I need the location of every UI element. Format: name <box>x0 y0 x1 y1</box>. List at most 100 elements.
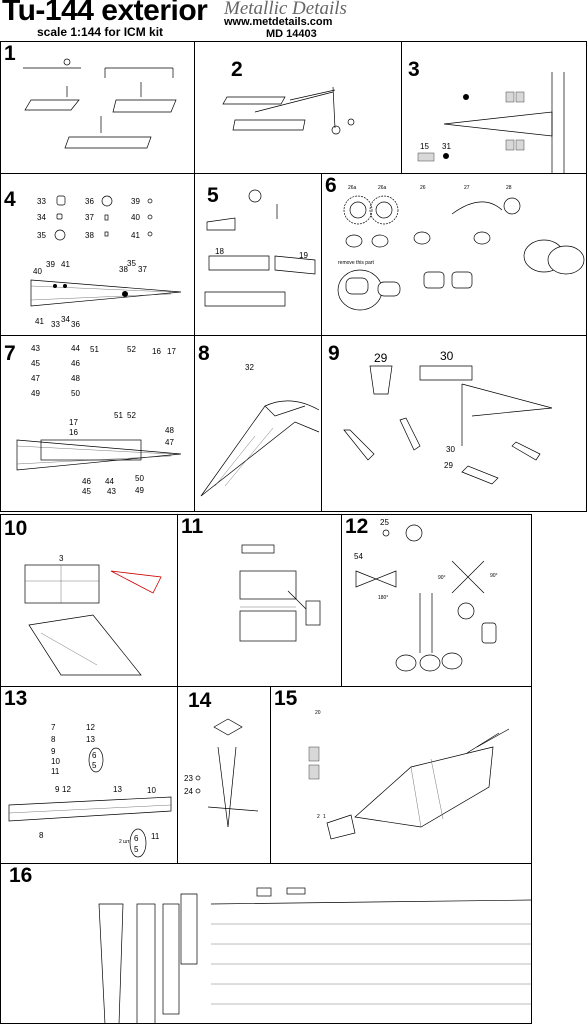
part-label: remove this part <box>338 260 374 266</box>
part-label: 180° <box>378 595 388 601</box>
part-label: 1 <box>323 814 326 820</box>
part-label: 19 <box>299 251 308 260</box>
part-label: 31 <box>442 142 451 151</box>
part-label: 28 <box>506 185 512 191</box>
step-4-diagram: 33 34 35 36 37 38 39 40 41 39 41 40 35 3… <box>30 195 182 329</box>
part-label: 26a <box>378 185 387 191</box>
part-label: 5 <box>92 761 97 770</box>
step-number: 16 <box>9 864 33 887</box>
part-label: 17 <box>69 418 78 427</box>
step-12-panel: 12 25 54 180° 90° 90° <box>341 514 532 687</box>
step-2-diagram <box>222 86 355 135</box>
step-9-diagram: 29 30 30 29 <box>343 349 553 485</box>
brand-url[interactable]: www.metdetails.com <box>224 16 333 28</box>
part-label: 52 <box>127 411 136 420</box>
step-number: 8 <box>198 342 210 365</box>
step-number: 7 <box>4 342 16 365</box>
part-label: 43 <box>31 344 40 353</box>
part-label: 8 <box>51 735 56 744</box>
part-label: 41 <box>131 231 140 240</box>
part-label: 52 <box>127 345 136 354</box>
step-number: 12 <box>345 515 369 538</box>
part-label: 45 <box>31 359 40 368</box>
part-label: 12 <box>62 785 71 794</box>
etch-part <box>23 58 177 149</box>
part-label: 37 <box>138 265 147 274</box>
step-number: 1 <box>4 42 16 65</box>
step-9-panel: 9 29 30 30 29 <box>321 335 587 512</box>
step-11-panel: 11 <box>177 514 342 687</box>
part-label: 43 <box>107 487 116 496</box>
step-5-diagram: 18 19 <box>204 189 316 307</box>
part-label: 26a <box>348 185 357 191</box>
part-label: 36 <box>85 197 94 206</box>
part-label: 32 <box>245 363 254 372</box>
part-label: 41 <box>35 317 44 326</box>
part-label: 27 <box>464 185 470 191</box>
part-label: 38 <box>85 231 94 240</box>
step-12-diagram: 25 54 180° 90° 90° <box>354 518 498 672</box>
part-label: 40 <box>131 213 140 222</box>
part-label: 2 шт <box>119 839 130 845</box>
part-label: 48 <box>71 374 80 383</box>
part-label: 47 <box>165 438 174 447</box>
step-1-panel: 1 <box>0 41 195 174</box>
part-label: 51 <box>114 411 123 420</box>
part-label: 23 <box>184 774 193 783</box>
step-number: 10 <box>4 517 28 540</box>
part-label: 6 <box>92 751 97 760</box>
step-6-diagram: 26a 26a 26 27 28 remove this part <box>337 185 585 311</box>
part-label: 35 <box>127 259 136 268</box>
document-subtitle: scale 1:144 for ICM kit <box>37 25 164 39</box>
part-label: 54 <box>354 552 363 561</box>
step-11-diagram <box>239 544 321 642</box>
step-2-panel: 2 <box>194 41 402 174</box>
step-number: 6 <box>325 174 337 197</box>
part-label: 7 <box>51 723 56 732</box>
part-label: 2 <box>317 814 320 820</box>
part-label: 25 <box>380 518 389 527</box>
step-number: 14 <box>188 689 212 712</box>
step-number: 3 <box>408 58 420 81</box>
part-label: 90° <box>490 573 498 579</box>
part-label: 29 <box>374 351 388 365</box>
step-5-panel: 5 18 19 <box>194 173 322 336</box>
step-number: 15 <box>274 687 298 710</box>
part-label: 18 <box>215 247 224 256</box>
step-16-diagram <box>98 887 531 1023</box>
step-number: 9 <box>328 342 340 365</box>
part-label: 30 <box>446 445 455 454</box>
part-label: 20 <box>315 710 321 716</box>
step-15-panel: 15 20 2 1 <box>270 686 532 864</box>
part-label: 16 <box>152 347 161 356</box>
part-label: 11 <box>151 832 160 841</box>
step-13-diagram: 7 8 9 10 11 12 13 6 5 9 12 13 10 11 8 6 … <box>8 723 172 858</box>
step-3-diagram: 15 31 <box>417 72 565 173</box>
part-label: 8 <box>39 831 44 840</box>
part-label: 50 <box>71 389 80 398</box>
part-label: 5 <box>134 845 139 854</box>
part-label: 46 <box>71 359 80 368</box>
part-label: 36 <box>71 320 80 329</box>
part-label: 33 <box>51 320 60 329</box>
part-label: 49 <box>135 486 144 495</box>
part-label: 39 <box>131 197 140 206</box>
part-label: 39 <box>46 260 55 269</box>
part-label: 12 <box>86 723 95 732</box>
part-label: 37 <box>85 213 94 222</box>
part-label: 47 <box>31 374 40 383</box>
step-number: 5 <box>207 184 219 207</box>
document-title: Tu-144 exterior <box>2 0 208 27</box>
part-label: 34 <box>61 315 70 324</box>
part-label: 26 <box>420 185 426 191</box>
step-10-panel: 10 3 <box>0 514 178 687</box>
step-1-diagram <box>23 58 177 149</box>
part-label: 13 <box>86 735 95 744</box>
step-14-panel: 14 23 24 <box>177 686 271 864</box>
step-15-diagram: 20 2 1 <box>308 710 510 840</box>
part-label: 41 <box>61 260 70 269</box>
part-label: 49 <box>31 389 40 398</box>
part-label: 3 <box>59 554 64 563</box>
part-label: 38 <box>119 265 128 274</box>
brand-logo: Metallic Details <box>224 0 347 19</box>
